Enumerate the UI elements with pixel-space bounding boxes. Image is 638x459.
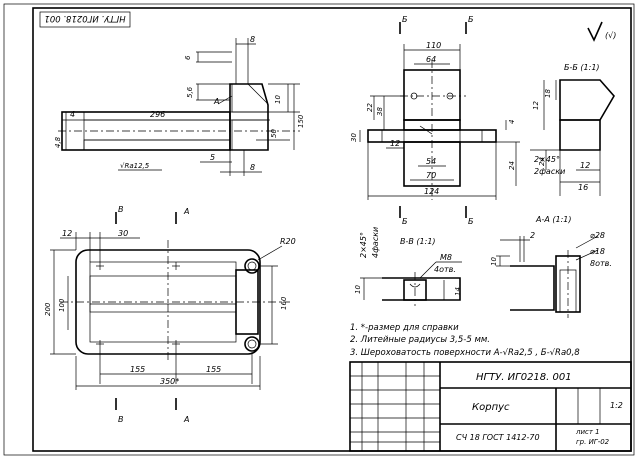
svg-text:гр. ИГ-02: гр. ИГ-02 [576, 438, 610, 446]
svg-text:Б: Б [468, 15, 474, 24]
svg-text:4отв.: 4отв. [434, 265, 456, 274]
notes: 1. *-размер для справки 2. Литейные ради… [350, 323, 580, 358]
svg-text:296: 296 [150, 110, 165, 119]
svg-text:Б: Б [468, 217, 474, 226]
svg-text:А: А [213, 97, 219, 106]
svg-text:Б-Б (1:1): Б-Б (1:1) [564, 63, 600, 72]
svg-text:А: А [183, 207, 189, 216]
svg-text:70: 70 [426, 171, 436, 180]
svg-text:8: 8 [250, 35, 255, 44]
section-vv: В-В (1:1) 10 2×45° 4фаски М8 4отв. 14 [354, 227, 462, 306]
svg-text:4: 4 [508, 120, 516, 124]
svg-text:(√): (√) [605, 31, 616, 40]
section-aa: А-А (1:1) 2 ⌀28 ⌀18 8отв. 10 [490, 215, 612, 318]
svg-text:А: А [183, 415, 189, 424]
svg-text:200: 200 [44, 302, 52, 316]
svg-text:10: 10 [354, 285, 362, 294]
roughness-sign: (√) [587, 21, 616, 42]
svg-text:А-А (1:1): А-А (1:1) [535, 215, 572, 224]
svg-text:14: 14 [454, 287, 462, 296]
svg-text:Б: Б [402, 15, 408, 24]
svg-text:64: 64 [426, 55, 436, 64]
svg-text:6: 6 [184, 55, 192, 60]
svg-text:⌀18: ⌀18 [590, 247, 605, 256]
svg-text:10: 10 [490, 257, 498, 266]
svg-text:30: 30 [118, 229, 128, 238]
svg-text:155: 155 [130, 365, 145, 374]
svg-text:√Ra12,5: √Ra12,5 [120, 162, 150, 170]
svg-text:100: 100 [58, 298, 66, 312]
svg-text:24: 24 [508, 161, 516, 170]
side-view: Б Б Б Б 110 64 22 38 30 12 4 24 54 70 12… [350, 15, 520, 226]
front-view: 8 6 5,6 А 296 4 4,8 5 8 10 50 150 √Ra12,… [54, 35, 305, 176]
svg-text:12: 12 [580, 161, 590, 170]
svg-text:12: 12 [390, 139, 400, 148]
svg-text:8отв.: 8отв. [590, 259, 612, 268]
svg-text:НГТУ. ИГ0218. 001: НГТУ. ИГ0218. 001 [44, 13, 125, 23]
svg-text:4: 4 [70, 110, 75, 119]
svg-text:⌀28: ⌀28 [590, 231, 605, 240]
svg-text:4,8: 4,8 [54, 136, 62, 148]
svg-text:350*: 350* [160, 377, 179, 386]
tb-material: СЧ 18 ГОСТ 1412-70 [456, 433, 540, 442]
svg-text:4фаски: 4фаски [371, 227, 380, 258]
svg-text:30: 30 [350, 133, 358, 142]
tb-scale: 1:2 [610, 401, 623, 410]
svg-text:М8: М8 [440, 253, 452, 262]
svg-text:2×45°: 2×45° [359, 232, 368, 258]
note-3: 3. Шероховатость поверхности А-√Ra2,5 , … [350, 348, 580, 358]
outer-border [3, 3, 635, 456]
inner-frame [32, 7, 632, 452]
svg-text:8: 8 [250, 163, 255, 172]
section-bb: Б-Б (1:1) 18 12 12 16 2×45° 2фаски 24 [530, 63, 615, 196]
title-block: НГТУ. ИГ0218. 001 Корпус СЧ 18 ГОСТ 1412… [349, 361, 632, 452]
svg-text:38: 38 [376, 107, 384, 116]
top-stamp: НГТУ. ИГ0218. 001 [39, 11, 131, 28]
svg-text:18: 18 [544, 89, 552, 98]
svg-text:В: В [118, 415, 124, 424]
svg-text:110: 110 [426, 41, 441, 50]
svg-text:2фаски: 2фаски [534, 167, 565, 176]
svg-text:10: 10 [274, 95, 282, 104]
svg-text:160: 160 [280, 296, 288, 310]
tb-name: Корпус [472, 402, 510, 413]
svg-text:150: 150 [297, 114, 305, 128]
svg-text:5: 5 [210, 153, 215, 162]
svg-text:155: 155 [206, 365, 221, 374]
svg-text:12: 12 [532, 101, 540, 110]
svg-text:В-В (1:1): В-В (1:1) [400, 237, 436, 246]
svg-text:12: 12 [62, 229, 72, 238]
svg-text:В: В [118, 205, 124, 214]
svg-text:16: 16 [578, 183, 588, 192]
svg-text:5,6: 5,6 [186, 86, 194, 98]
tb-code: НГТУ. ИГ0218. 001 [476, 372, 572, 383]
plan-view: В А В А 12 30 R20 200 100 160 155 155 [44, 205, 296, 424]
svg-text:22: 22 [366, 103, 374, 112]
svg-text:R20: R20 [280, 237, 296, 246]
note-1: 1. *-размер для справки [350, 323, 459, 333]
svg-text:2: 2 [530, 231, 535, 240]
svg-text:24: 24 [538, 157, 546, 166]
note-2: 2. Литейные радиусы 3,5-5 мм. [350, 335, 490, 345]
svg-text:54: 54 [426, 157, 436, 166]
svg-text:Б: Б [402, 217, 408, 226]
svg-text:2×45°: 2×45° [534, 155, 560, 164]
svg-text:лист 1: лист 1 [575, 428, 600, 436]
svg-text:50: 50 [270, 129, 278, 138]
svg-text:124: 124 [424, 187, 439, 196]
